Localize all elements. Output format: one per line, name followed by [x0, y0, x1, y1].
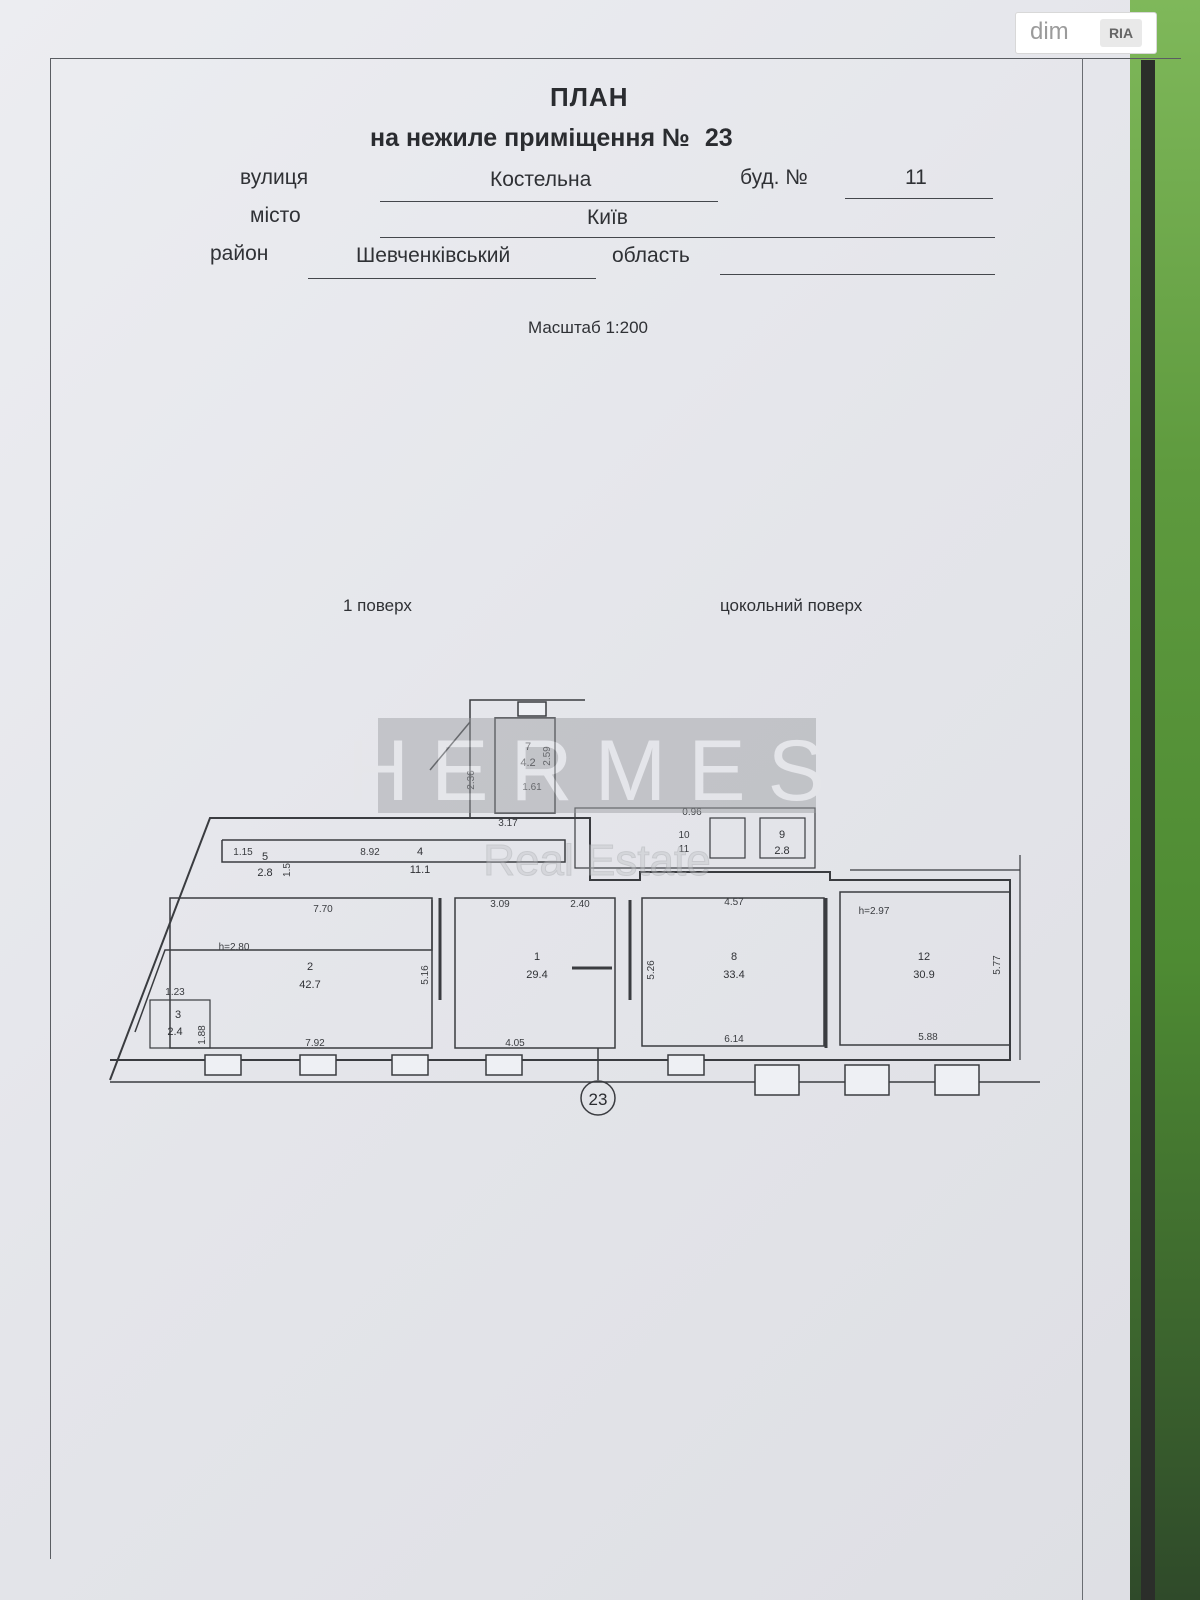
room-5-num: 5	[262, 851, 268, 863]
room-8-area: 33.4	[723, 969, 744, 981]
hermes-watermark: HERMES Real Estate	[347, 718, 847, 886]
room-1-num: 1	[534, 951, 540, 963]
page-shadow-edge	[1141, 60, 1155, 1600]
dim-5-77: 5.77	[992, 955, 1003, 975]
district-value: Шевченківський	[356, 244, 511, 267]
dim-2-36: 2.36	[466, 770, 477, 790]
room-4-num: 4	[417, 846, 423, 858]
dim-4-57: 4.57	[724, 897, 744, 908]
dim-2-59: 2.59	[542, 746, 553, 766]
street-label: вулиця	[240, 166, 309, 189]
scale-label: Масштаб 1:200	[528, 318, 648, 337]
district-label: район	[210, 242, 269, 265]
street-underline	[380, 201, 718, 202]
building-value: 11	[905, 166, 927, 189]
room-12-area: 30.9	[913, 969, 934, 981]
dim-11: 11	[679, 844, 690, 855]
dim-1-88: 1.88	[197, 1025, 208, 1045]
building-underline	[845, 198, 993, 199]
district-underline	[308, 278, 596, 279]
dim-h-2-97: h=2.97	[859, 906, 890, 917]
document-title: ПЛАН	[550, 82, 629, 112]
plan-marker: 23	[580, 1048, 616, 1116]
room-7-area: 4.2	[520, 757, 535, 769]
building-label: буд. №	[740, 166, 808, 189]
room-9-area: 2.8	[774, 845, 789, 857]
dim-0-96: 0.96	[682, 807, 702, 818]
logo-dim-text: dim	[1030, 18, 1069, 45]
region-label: область	[612, 244, 690, 267]
city-value: Київ	[587, 206, 628, 229]
watermark-sub: Real Estate	[483, 836, 710, 885]
first-floor-label: 1 поверх	[343, 596, 412, 615]
room-labels: 1 29.4 2 42.7 3 2.4 4 11.1 5 2.8 7 4.2 8…	[167, 741, 934, 1038]
plan-marker-label: 23	[589, 1090, 608, 1109]
room-8-num: 8	[731, 951, 737, 963]
basement-floor-label: цокольний поверх	[720, 596, 863, 615]
page-frame	[50, 58, 1181, 1559]
room-12-num: 12	[918, 951, 930, 963]
dim-4-05: 4.05	[505, 1038, 525, 1049]
watermark-brand: HERMES	[347, 723, 847, 819]
room-2-num: 2	[307, 961, 313, 973]
room-1-area: 29.4	[526, 969, 547, 981]
dim-5-26: 5.26	[646, 960, 657, 980]
dim-6-14: 6.14	[724, 1034, 744, 1045]
dim-2-40: 2.40	[570, 899, 590, 910]
street-value: Костельна	[490, 168, 592, 191]
room-7-num: 7	[525, 741, 531, 753]
plan-windows	[204, 701, 980, 1096]
room-3-area: 2.4	[167, 1026, 182, 1038]
dim-8-92: 8.92	[360, 847, 380, 858]
dim-7-92: 7.92	[305, 1038, 325, 1049]
page-frame-right	[1082, 58, 1083, 1600]
dim-5-88: 5.88	[918, 1032, 938, 1043]
dim-h-2-80: h=2.80	[219, 942, 250, 953]
dim-1-15: 1.15	[233, 847, 253, 858]
room-3-num: 3	[175, 1009, 181, 1021]
subtitle-prefix: на нежиле приміщення №	[370, 124, 690, 152]
logo-ria-text: RIA	[1100, 19, 1142, 47]
city-label: місто	[250, 204, 301, 227]
dim-7-70: 7.70	[313, 904, 333, 915]
document-subtitle: на нежиле приміщення № 23	[370, 124, 733, 153]
premises-number: 23	[704, 124, 733, 152]
dim-1-5: 1.5	[282, 863, 293, 877]
dim-1-23: 1.23	[165, 987, 185, 998]
room-9-num: 9	[779, 829, 785, 841]
room-5-area: 2.8	[257, 867, 272, 879]
dim-1-61: 1.61	[522, 782, 542, 793]
city-underline	[380, 237, 995, 238]
dim-3-17: 3.17	[498, 818, 518, 829]
region-underline	[720, 274, 995, 275]
dim-3-09: 3.09	[490, 899, 510, 910]
plan-walls	[109, 699, 1040, 1083]
room-4-area: 11.1	[410, 864, 431, 876]
dim-10: 10	[678, 830, 690, 841]
dimension-labels: 1.15 8.92 7.70 3.09 2.40 4.57 h=2.97 h=2…	[165, 746, 1003, 1049]
dim-ria-logo: dim RIA	[1015, 12, 1157, 54]
document-page	[0, 0, 1140, 1600]
dim-5-16: 5.16	[420, 965, 431, 985]
room-2-area: 42.7	[299, 979, 320, 991]
